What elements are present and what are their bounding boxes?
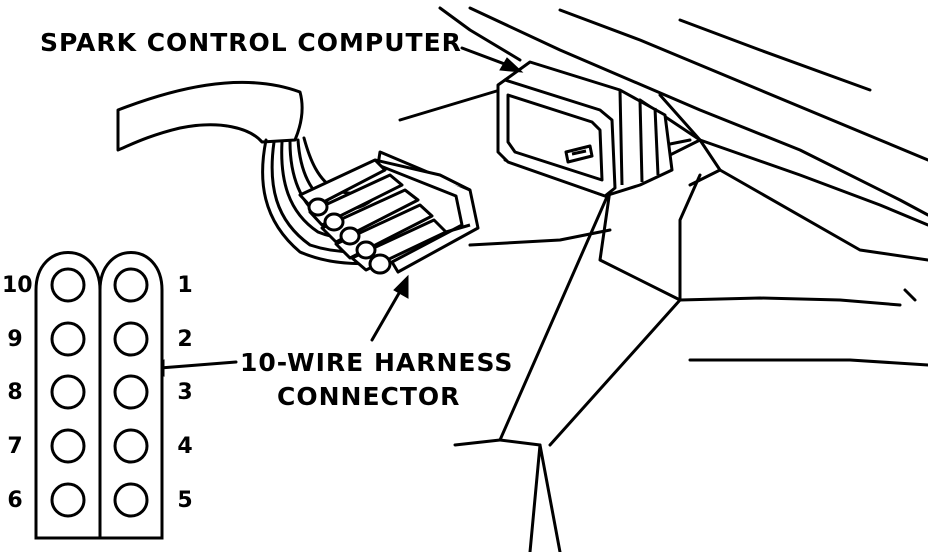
pin-number-10: 10 (2, 273, 33, 298)
vehicle-panel-lines (398, 6, 928, 552)
pin-socket-3 (113, 374, 149, 410)
pin-number-8: 8 (7, 380, 23, 405)
pin-socket-9 (50, 321, 86, 357)
harness-label-line1: 10-WIRE HARNESS (240, 348, 514, 377)
pin-number-5: 5 (177, 488, 193, 513)
pin-number-3: 3 (177, 380, 193, 405)
pin-number-6: 6 (7, 488, 23, 513)
harness-connector (298, 150, 480, 275)
computer-label: SPARK CONTROL COMPUTER (40, 28, 462, 57)
pin-socket-7 (50, 428, 86, 464)
pin-socket-5 (113, 482, 149, 518)
harness-label-line2: CONNECTOR (277, 382, 461, 411)
pin-number-4: 4 (177, 434, 193, 459)
pin-socket-2 (113, 321, 149, 357)
pin-number-9: 9 (7, 327, 23, 352)
pin-socket-10 (50, 267, 86, 303)
pin-number-1: 1 (177, 273, 193, 298)
pin-socket-8 (50, 374, 86, 410)
pin-socket-6 (50, 482, 86, 518)
pin-number-7: 7 (7, 434, 23, 459)
spark-control-computer (496, 60, 674, 198)
wire-sheath (116, 80, 304, 152)
pin-diagram (34, 251, 164, 540)
pin-number-2: 2 (177, 327, 193, 352)
pin-socket-1 (113, 267, 149, 303)
pin-socket-4 (113, 428, 149, 464)
